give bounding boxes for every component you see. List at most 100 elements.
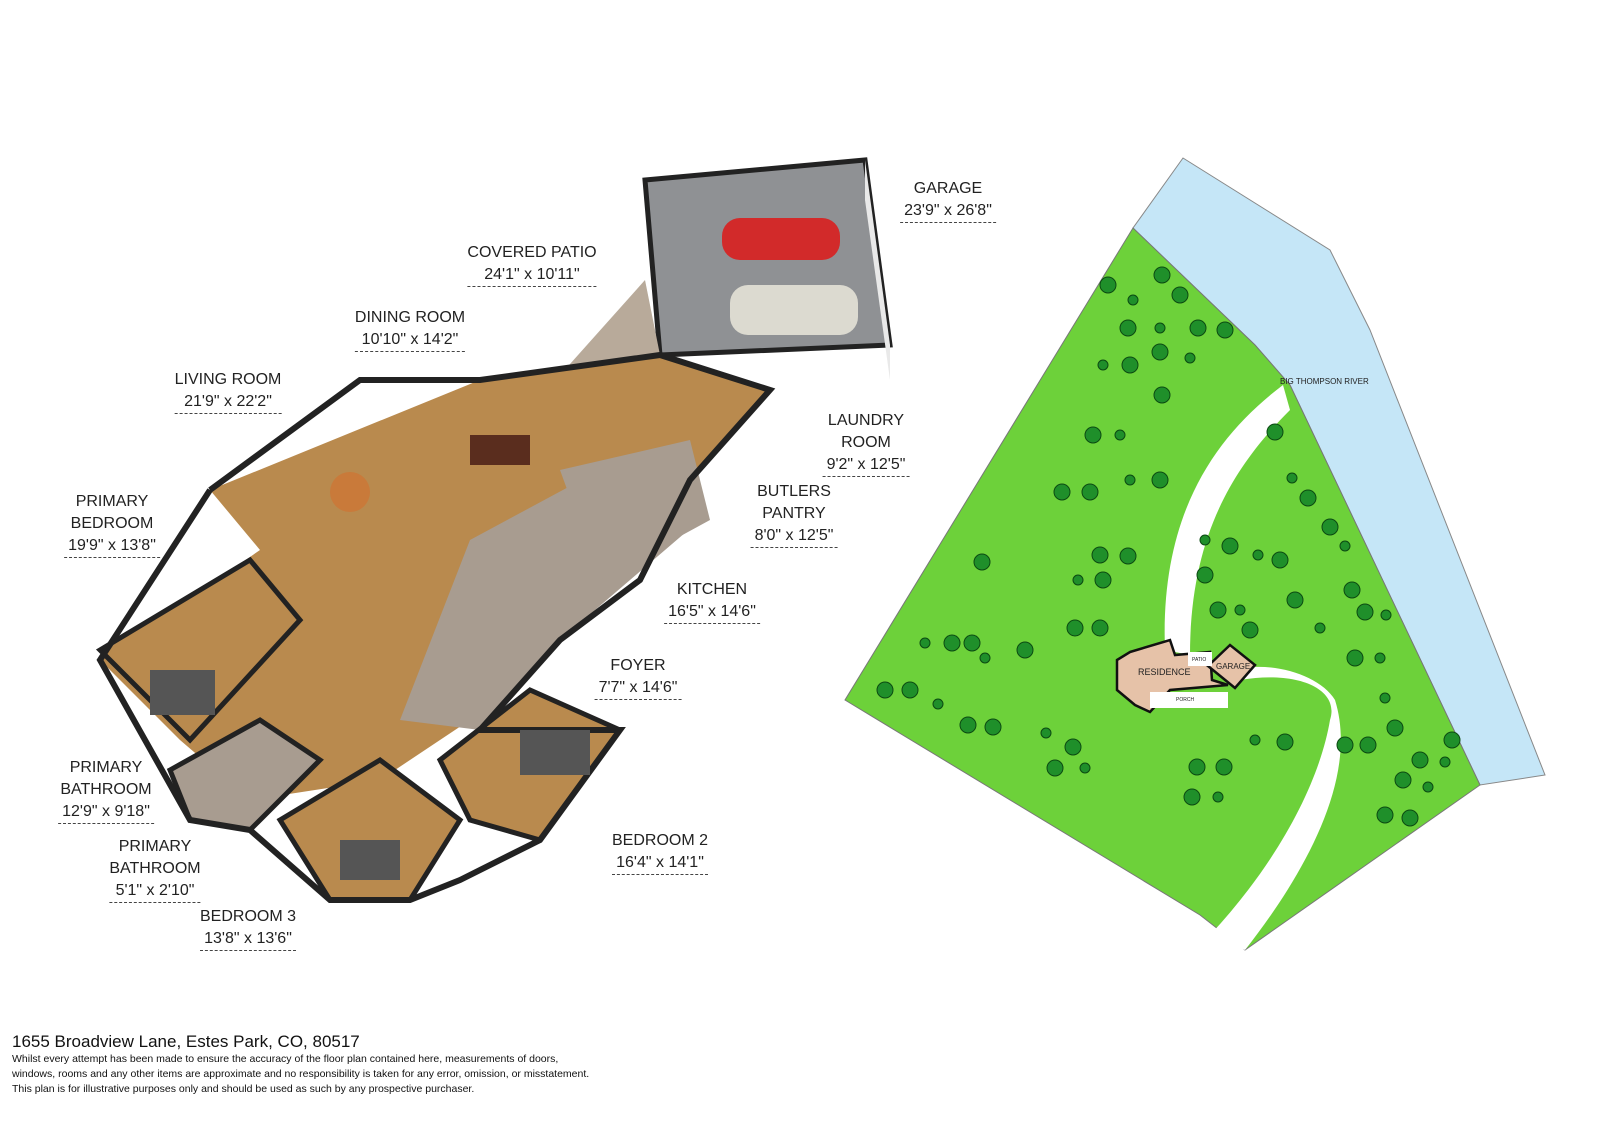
tree-icon — [1097, 359, 1109, 371]
room-dimensions: 21'9" x 22'2" — [174, 391, 282, 414]
room-dimensions: 9'2" x 12'5" — [822, 454, 910, 477]
tree-icon — [979, 652, 991, 664]
land-parcel — [844, 227, 1481, 951]
room-dimensions: 23'9" x 26'8" — [900, 200, 996, 223]
tree-icon — [1081, 483, 1099, 501]
tree-icon — [1064, 738, 1082, 756]
tree-icon — [1212, 791, 1224, 803]
tree-icon — [1286, 591, 1304, 609]
tree-icon — [1151, 471, 1169, 489]
garage-label: GARAGE — [1216, 662, 1251, 671]
tree-icon — [1376, 806, 1394, 824]
address: 1655 Broadview Lane, Estes Park, CO, 805… — [12, 1032, 360, 1051]
room-label: GARAGE 23'9" x 26'8" — [900, 178, 996, 223]
floor-plan-3d — [95, 157, 893, 903]
tree-icon — [1046, 759, 1064, 777]
room-label: COVERED PATIO 24'1" x 10'11" — [467, 242, 597, 287]
tree-icon — [1114, 429, 1126, 441]
tree-icon — [1209, 601, 1227, 619]
tree-icon — [1443, 731, 1461, 749]
disclaimer-line: This plan is for illustrative purposes o… — [12, 1083, 475, 1095]
room-name: BEDROOM 3 — [199, 908, 297, 925]
room-dimensions: 19'9" x 13'8" — [64, 535, 160, 558]
tree-icon — [1336, 736, 1354, 754]
room-label: PRIMARY BATHROOM 12'9" x 9'18" — [58, 757, 154, 824]
room-name: PRIMARY BEDROOM — [70, 493, 154, 532]
tree-icon — [1072, 574, 1084, 586]
room-name: BEDROOM 2 — [611, 832, 709, 849]
room-dimensions: 24'1" x 10'11" — [467, 264, 597, 287]
room-dimensions: 12'9" x 9'18" — [58, 801, 154, 824]
tree-icon — [1339, 540, 1351, 552]
tree-icon — [919, 637, 931, 649]
tree-icon — [1241, 621, 1259, 639]
tree-icon — [973, 553, 991, 571]
car-red — [722, 218, 840, 260]
tree-icon — [932, 698, 944, 710]
room-name: PRIMARY BATHROOM — [60, 759, 152, 798]
tree-icon — [1119, 547, 1137, 565]
tree-icon — [1188, 758, 1206, 776]
site-plan — [844, 157, 1546, 951]
tree-icon — [1066, 619, 1084, 637]
room-label: LIVING ROOM 21'9" x 22'2" — [174, 369, 282, 414]
patio-label: PATIO — [1192, 657, 1207, 663]
room-name: LIVING ROOM — [174, 371, 282, 388]
tree-icon — [1184, 352, 1196, 364]
tree-icon — [1091, 546, 1109, 564]
river-label: BIG THOMPSON RIVER — [1280, 377, 1369, 386]
tree-icon — [1124, 474, 1136, 486]
bed-2 — [520, 730, 590, 775]
room-dimensions: 8'0" x 12'5" — [750, 525, 838, 548]
tree-icon — [1040, 727, 1052, 739]
room-dimensions: 13'8" x 13'6" — [199, 928, 297, 951]
tree-icon — [1321, 518, 1339, 536]
tree-icon — [1079, 762, 1091, 774]
room-dimensions: 5'1" x 2'10" — [109, 880, 201, 903]
trees — [876, 266, 1461, 827]
bedroom3-floor — [276, 756, 464, 903]
tree-icon — [1215, 758, 1233, 776]
tree-icon — [1276, 733, 1294, 751]
room-label: DINING ROOM 10'10" x 14'2" — [354, 307, 466, 352]
room-name: KITCHEN — [676, 581, 748, 598]
tree-icon — [1091, 619, 1109, 637]
dining-table — [470, 435, 530, 465]
tree-icon — [1401, 809, 1419, 827]
room-dimensions: 10'10" x 14'2" — [354, 329, 466, 352]
bed-3 — [340, 840, 400, 880]
tree-icon — [1151, 343, 1169, 361]
tree-icon — [943, 634, 961, 652]
room-name: FOYER — [610, 657, 666, 674]
room-name: DINING ROOM — [354, 309, 466, 326]
tree-icon — [1249, 734, 1261, 746]
tree-icon — [1411, 751, 1429, 769]
footer: 1655 Broadview Lane, Estes Park, CO, 805… — [12, 1032, 589, 1097]
house-floor-main — [100, 355, 770, 800]
tree-icon — [1196, 566, 1214, 584]
tree-icon — [1266, 423, 1284, 441]
tree-icon — [1127, 294, 1139, 306]
tree-icon — [1053, 483, 1071, 501]
tree-icon — [1016, 641, 1034, 659]
tree-icon — [1189, 319, 1207, 337]
tree-icon — [1271, 551, 1289, 569]
tree-icon — [1374, 652, 1386, 664]
room-name: GARAGE — [913, 180, 983, 197]
tree-icon — [1379, 692, 1391, 704]
tree-icon — [1153, 266, 1171, 284]
garage-building — [1206, 643, 1257, 690]
tree-icon — [984, 718, 1002, 736]
room-name: COVERED PATIO — [467, 244, 597, 261]
tree-icon — [1183, 788, 1201, 806]
tree-icon — [1314, 622, 1326, 634]
tree-icon — [1422, 781, 1434, 793]
tree-icon — [1154, 322, 1166, 334]
disclaimer-line: Whilst every attempt has been made to en… — [12, 1053, 559, 1065]
